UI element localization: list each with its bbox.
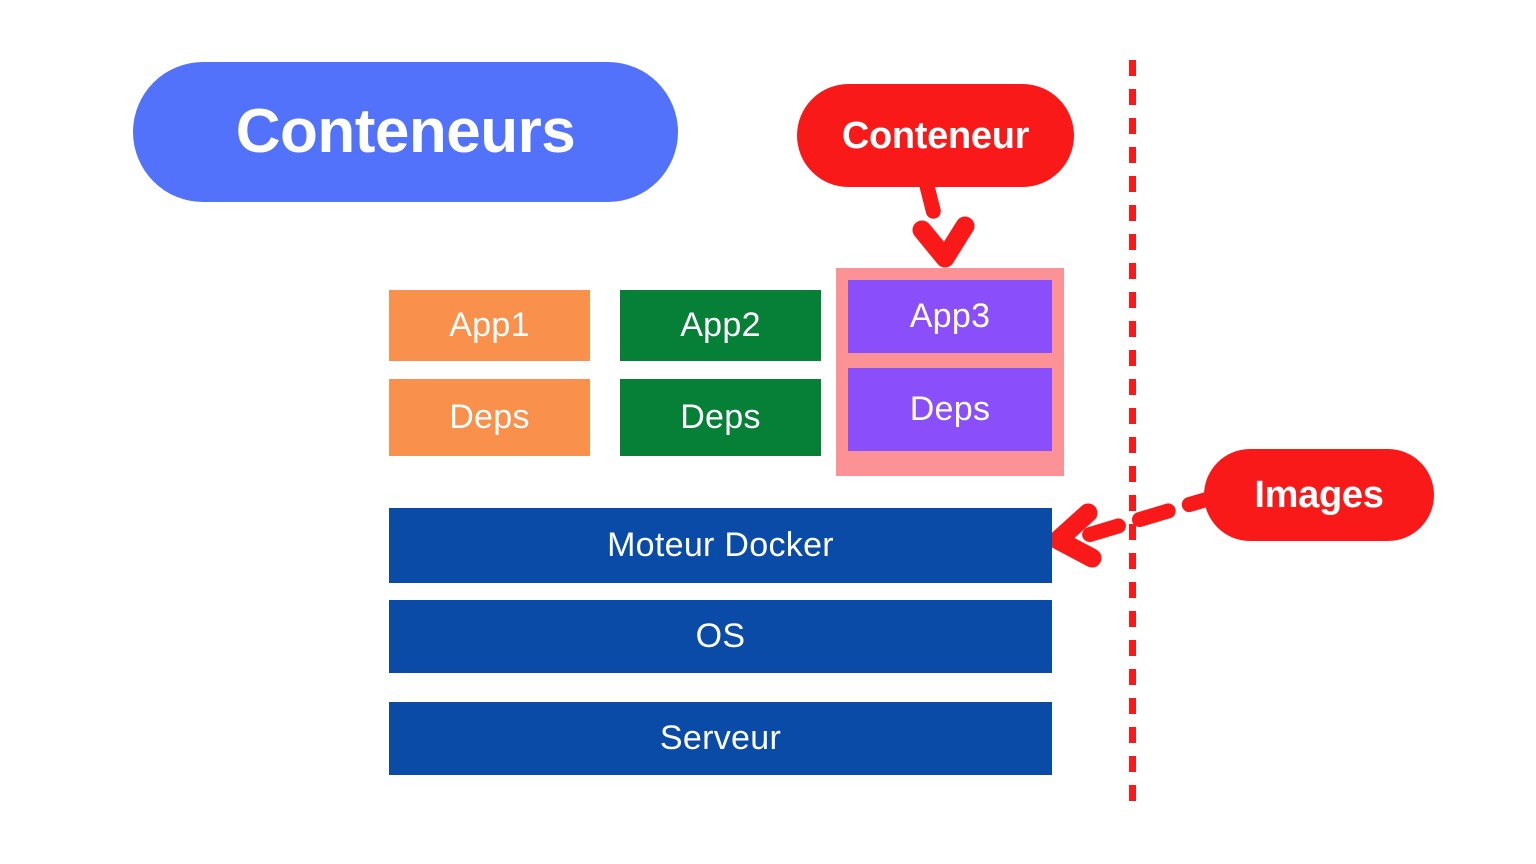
vertical-dashed-divider [1129, 60, 1136, 812]
callout-conteneur-label: Conteneur [841, 114, 1030, 157]
platform-layer-serveur: Serveur [389, 702, 1052, 775]
platform-layer-moteur-docker: Moteur Docker [389, 508, 1052, 583]
deps-box-app1: Deps [389, 379, 590, 456]
deps-box-app3: Deps [848, 368, 1052, 451]
app-column-app1: App1 Deps [389, 290, 590, 456]
app-box-app1: App1 [389, 290, 590, 361]
callout-conteneur: Conteneur [797, 84, 1074, 187]
page-title: Conteneurs [235, 97, 576, 166]
callout-images-label: Images [1254, 474, 1384, 516]
container-highlight-frame: App3 Deps [836, 268, 1064, 476]
app-box-app2: App2 [620, 290, 821, 361]
title-pill: Conteneurs [133, 62, 678, 202]
app-box-app3: App3 [848, 280, 1052, 353]
deps-box-app2: Deps [620, 379, 821, 456]
app-column-app2: App2 Deps [620, 290, 821, 456]
platform-layer-os: OS [389, 600, 1052, 673]
callout-images: Images [1204, 449, 1434, 541]
dashed-arrow-down-icon [912, 182, 975, 268]
